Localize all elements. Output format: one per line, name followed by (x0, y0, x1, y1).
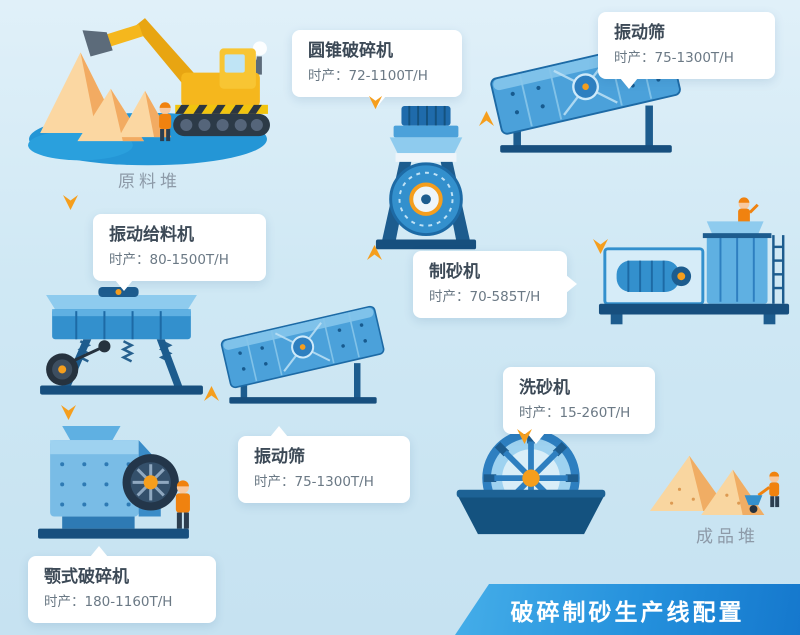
equipment-capacity: 时产：75-1300T/H (614, 50, 734, 67)
equipment-card-vibrating-feeder: 振动给料机 时产：80-1500T/H (93, 214, 266, 291)
product-pile-label: 成品堆 (696, 527, 759, 547)
card-pointer-icon (270, 426, 288, 437)
equipment-card-vibrating-screen-2: 振动筛 时产：75-1300T/H (598, 12, 775, 89)
equipment-card-sand-washer: 洗砂机 时产：15-260T/H (503, 367, 655, 444)
sand-maker-illustration (597, 192, 793, 339)
excavator-raw-pile-illustration (22, 0, 274, 171)
equipment-capacity: 时产：15-260T/H (519, 405, 631, 422)
equipment-title: 制砂机 (429, 262, 480, 282)
vibrating-screen-1-illustration (218, 300, 388, 405)
equipment-title: 洗砂机 (519, 378, 570, 398)
card-pointer-icon (620, 77, 638, 89)
flow-arrow-up-icon (203, 385, 220, 402)
equipment-capacity: 时产：72-1100T/H (308, 68, 428, 85)
cone-crusher-illustration (372, 104, 480, 256)
equipment-capacity: 时产：180-1160T/H (44, 594, 173, 611)
diagram-title: 破碎制砂生产线配置 (510, 599, 745, 626)
flow-arrow-down-icon (592, 238, 609, 255)
equipment-card-vibrating-screen-1: 振动筛 时产：75-1300T/H (238, 426, 410, 503)
jaw-crusher-illustration (32, 424, 198, 545)
flow-arrow-down-icon (368, 95, 383, 110)
equipment-title: 振动给料机 (109, 225, 194, 245)
equipment-title: 颚式破碎机 (44, 567, 129, 587)
card-pointer-icon (527, 432, 545, 444)
flow-arrow-down-icon (62, 194, 79, 211)
card-pointer-icon (566, 275, 577, 294)
flow-arrow-down-icon (60, 404, 77, 421)
flow-arrow-up-icon (478, 110, 495, 127)
diagram-title-banner: 破碎制砂生产线配置 (455, 584, 800, 635)
equipment-capacity: 时产：75-1300T/H (254, 474, 374, 491)
equipment-card-sand-maker: 制砂机 时产：70-585T/H (413, 251, 577, 318)
flow-arrow-up-icon (366, 244, 383, 261)
equipment-capacity: 时产：70-585T/H (429, 289, 541, 306)
equipment-title: 振动筛 (254, 447, 305, 467)
equipment-capacity: 时产：80-1500T/H (109, 252, 229, 269)
raw-pile-label: 原料堆 (118, 172, 181, 192)
product-pile-illustration (642, 440, 790, 524)
card-pointer-icon (90, 546, 108, 557)
flow-arrow-down-icon (516, 428, 533, 445)
card-pointer-icon (115, 279, 133, 291)
equipment-title: 圆锥破碎机 (308, 41, 393, 61)
equipment-title: 振动筛 (614, 23, 665, 43)
equipment-card-cone-crusher: 圆锥破碎机 时产：72-1100T/H (292, 30, 462, 107)
equipment-card-jaw-crusher: 颚式破碎机 时产：180-1160T/H (28, 546, 216, 623)
vibrating-feeder-illustration (28, 287, 214, 403)
